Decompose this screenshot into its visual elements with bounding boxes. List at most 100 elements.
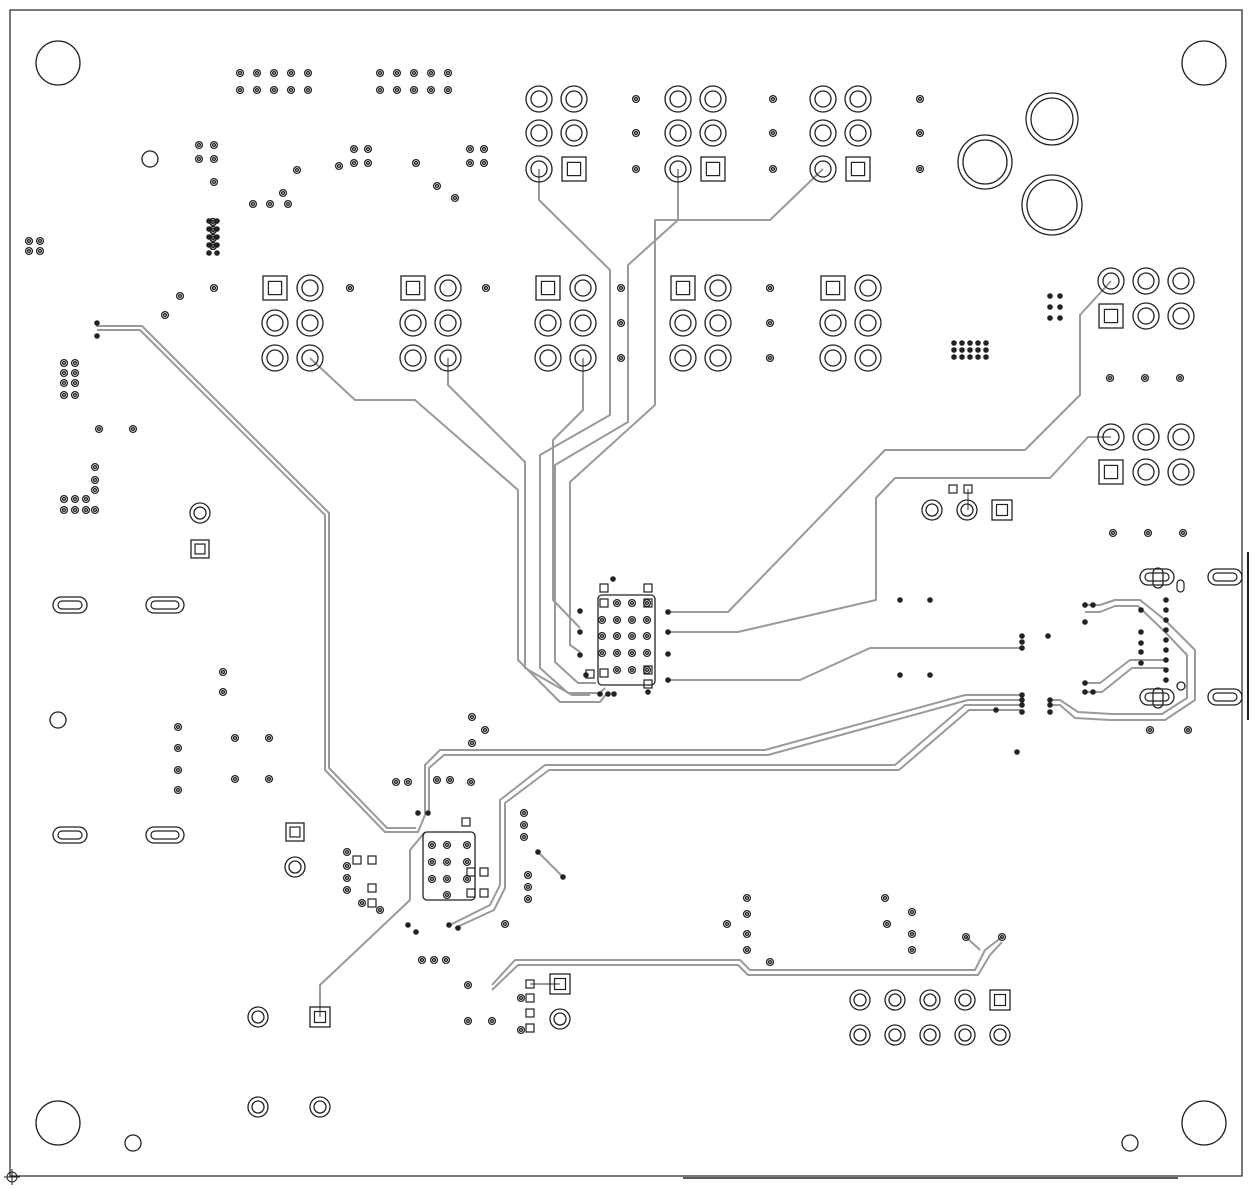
pad-hole: [429, 842, 435, 848]
via: [443, 85, 453, 95]
oval-slot: [52, 596, 88, 614]
pad-hole: [196, 142, 202, 148]
via-filled: [1045, 633, 1051, 639]
pad-hole: [1102, 428, 1120, 446]
header-pin-1: [845, 156, 871, 182]
pad-ring: [283, 199, 293, 209]
pad-ring: [907, 945, 917, 955]
via-filled: [1163, 617, 1169, 623]
via: [1105, 373, 1115, 383]
pad-ring: [481, 283, 491, 293]
via-filled: [951, 347, 957, 353]
via-filled: [959, 340, 965, 346]
pad-ring: [1183, 725, 1193, 735]
via: [345, 283, 355, 293]
via: [479, 158, 489, 168]
pad-ring: [349, 144, 359, 154]
pad-ring: [70, 505, 80, 515]
copper-trace: [554, 169, 679, 684]
via: [209, 140, 219, 150]
via: [342, 847, 352, 857]
via: [880, 893, 890, 903]
via-filled: [975, 354, 981, 360]
through-hole-pad: [434, 344, 462, 372]
via: [1175, 373, 1185, 383]
pad-ring: [417, 955, 427, 965]
through-hole-pad: [954, 989, 976, 1011]
pad-hole: [285, 201, 291, 207]
pad-hole: [175, 767, 181, 773]
via-filled: [1163, 597, 1169, 603]
pad-ring: [173, 765, 183, 775]
pad-hole: [210, 235, 216, 241]
via-filled: [1138, 629, 1144, 635]
through-hole-pad: [399, 344, 427, 372]
pad-hole: [599, 617, 605, 623]
via: [765, 957, 775, 967]
pad-hole: [629, 617, 635, 623]
via-filled: [967, 347, 973, 353]
pad-ring: [809, 155, 837, 183]
via: [278, 188, 288, 198]
pad-hole: [853, 1028, 867, 1042]
through-hole-pad: [569, 274, 597, 302]
via-filled: [1082, 680, 1088, 686]
via-filled: [583, 672, 589, 678]
through-hole-pad: [534, 344, 562, 372]
pad-hole: [917, 130, 923, 136]
via-filled: [1082, 602, 1088, 608]
pad-ring: [392, 85, 402, 95]
pad-hole: [289, 826, 301, 838]
via: [218, 667, 228, 677]
pad-ring: [296, 274, 324, 302]
header-pin-1: [535, 275, 561, 301]
pad-ring: [1143, 528, 1153, 538]
pad-ring: [375, 68, 385, 78]
via: [765, 283, 775, 293]
through-hole-pad: [569, 344, 597, 372]
pad-hole: [770, 96, 776, 102]
pad-ring: [612, 631, 622, 641]
pad-ring: [265, 199, 275, 209]
via: [612, 615, 622, 625]
through-hole-pad: [819, 344, 847, 372]
slot-inner: [150, 830, 180, 840]
pad-hole: [540, 280, 556, 296]
pad-ring: [1176, 681, 1186, 691]
square-pad: [285, 822, 305, 842]
pad-hole: [530, 160, 548, 178]
via: [70, 494, 80, 504]
pad-hole: [1103, 464, 1119, 480]
pad-hole: [61, 392, 67, 398]
pad-hole: [439, 279, 457, 297]
pad-ring: [480, 725, 490, 735]
pad-hole: [675, 280, 691, 296]
pad-hole: [917, 96, 923, 102]
pad-hole: [266, 735, 272, 741]
pad-hole: [211, 285, 217, 291]
slot-inner: [1144, 692, 1170, 702]
pad-ring: [854, 274, 882, 302]
via: [915, 128, 925, 138]
pad-hole: [618, 320, 624, 326]
pad-ring: [884, 1024, 906, 1046]
pad-ring: [699, 119, 727, 147]
pad-hole: [26, 238, 32, 244]
copper-trace: [668, 647, 1022, 681]
pad-hole: [347, 285, 353, 291]
pad-ring: [849, 989, 871, 1011]
through-hole-pad: [849, 989, 871, 1011]
through-hole-pad: [956, 499, 978, 521]
via: [487, 1016, 497, 1026]
pad-ring: [704, 274, 732, 302]
via: [173, 743, 183, 753]
pad-ring: [1025, 92, 1079, 146]
pad-ring: [230, 733, 240, 743]
pad-ring: [35, 40, 81, 86]
pad-hole: [1137, 272, 1155, 290]
pad-hole: [72, 507, 78, 513]
pad-ring: [445, 775, 455, 785]
pad-hole: [993, 993, 1007, 1007]
pad-ring: [915, 128, 925, 138]
pad-hole: [267, 201, 273, 207]
